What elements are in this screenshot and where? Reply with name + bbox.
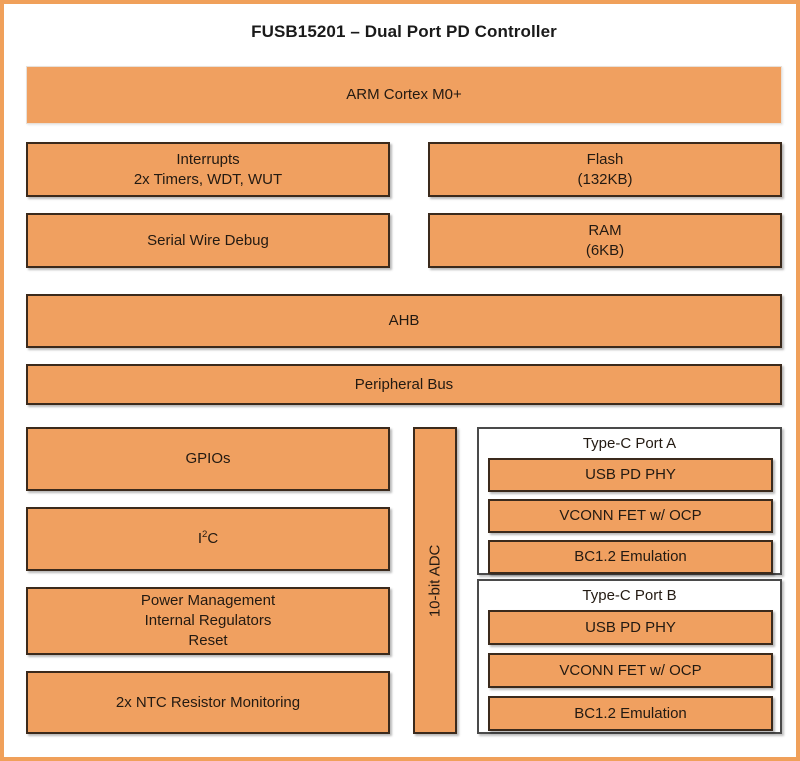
group-type-c-port-a: Type-C Port A USB PD PHY VCONN FET w/ OC… xyxy=(477,427,782,575)
block-i2c: I2C xyxy=(26,507,390,571)
block-port-a-usb-pd-phy: USB PD PHY xyxy=(488,458,773,492)
block-gpios-label: GPIOs xyxy=(185,450,231,468)
block-ahb-label: AHB xyxy=(388,312,420,330)
block-port-a-vconn-fet-label: VCONN FET w/ OCP xyxy=(559,507,702,525)
block-ram: RAM (6KB) xyxy=(428,213,782,268)
block-interrupts-line2: 2x Timers, WDT, WUT xyxy=(133,170,283,188)
block-arm-cortex-m0: ARM Cortex M0+ xyxy=(26,66,782,124)
block-power-management-line3: Reset xyxy=(188,631,228,649)
block-flash-line2: (132KB) xyxy=(577,170,633,188)
block-port-b-bc12-emulation-label: BC1.2 Emulation xyxy=(574,704,687,722)
block-port-b-vconn-fet: VCONN FET w/ OCP xyxy=(488,653,773,688)
block-port-b-usb-pd-phy: USB PD PHY xyxy=(488,610,773,645)
block-peripheral-bus: Peripheral Bus xyxy=(26,364,782,405)
block-ntc-resistor-monitoring-label: 2x NTC Resistor Monitoring xyxy=(115,693,301,711)
block-flash: Flash (132KB) xyxy=(428,142,782,197)
block-power-management-line2: Internal Regulators xyxy=(144,612,272,630)
block-interrupts: Interrupts 2x Timers, WDT, WUT xyxy=(26,142,390,197)
block-flash-line1: Flash xyxy=(586,150,624,168)
block-i2c-label-superscript: 2 xyxy=(201,529,208,541)
block-serial-wire-debug: Serial Wire Debug xyxy=(26,213,390,268)
block-peripheral-bus-label: Peripheral Bus xyxy=(354,375,454,393)
block-port-b-vconn-fet-label: VCONN FET w/ OCP xyxy=(559,661,702,679)
block-i2c-label-suffix: C xyxy=(207,530,219,548)
block-port-a-vconn-fet: VCONN FET w/ OCP xyxy=(488,499,773,533)
block-arm-cortex-m0-label: ARM Cortex M0+ xyxy=(346,86,462,104)
block-port-a-bc12-emulation: BC1.2 Emulation xyxy=(488,540,773,574)
block-power-management: Power Management Internal Regulators Res… xyxy=(26,587,390,655)
block-ahb: AHB xyxy=(26,294,782,348)
block-power-management-line1: Power Management xyxy=(140,592,276,610)
block-serial-wire-debug-label: Serial Wire Debug xyxy=(147,231,269,249)
group-type-c-port-b: Type-C Port B USB PD PHY VCONN FET w/ OC… xyxy=(477,579,782,734)
block-ram-line1: RAM xyxy=(588,221,622,239)
group-type-c-port-a-title: Type-C Port A xyxy=(582,435,677,452)
block-i2c-label-prefix: I xyxy=(197,530,202,548)
block-port-a-usb-pd-phy-label: USB PD PHY xyxy=(585,466,676,484)
block-gpios: GPIOs xyxy=(26,427,390,491)
block-10bit-adc: 10-bit ADC xyxy=(413,427,457,734)
block-i2c-label: I2C xyxy=(198,529,218,549)
group-type-c-port-b-title: Type-C Port B xyxy=(582,587,677,604)
block-interrupts-line1: Interrupts xyxy=(176,150,240,168)
block-10bit-adc-label: 10-bit ADC xyxy=(426,544,444,617)
block-port-b-usb-pd-phy-label: USB PD PHY xyxy=(585,618,676,636)
block-ntc-resistor-monitoring: 2x NTC Resistor Monitoring xyxy=(26,671,390,734)
block-ram-line2: (6KB) xyxy=(585,241,625,259)
page-title: FUSB15201 – Dual Port PD Controller xyxy=(251,22,557,41)
block-port-a-bc12-emulation-label: BC1.2 Emulation xyxy=(574,548,687,566)
block-port-b-bc12-emulation: BC1.2 Emulation xyxy=(488,696,773,731)
